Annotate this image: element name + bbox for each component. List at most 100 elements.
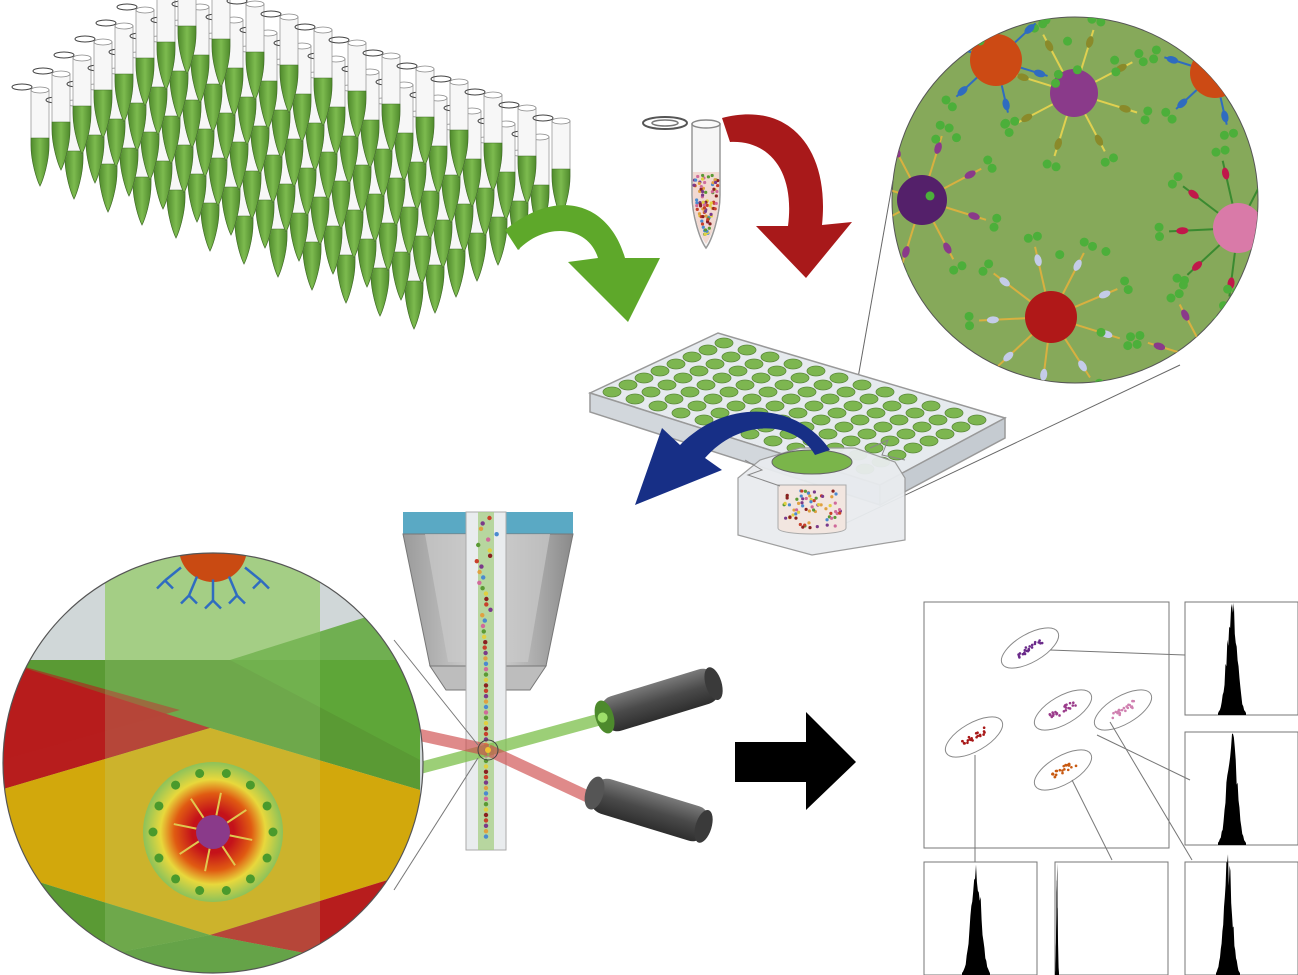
particle <box>815 525 819 529</box>
particle <box>487 515 492 521</box>
well <box>850 414 870 426</box>
particle <box>483 650 488 656</box>
particle <box>784 516 788 520</box>
well <box>843 400 863 412</box>
particle <box>700 193 705 197</box>
well <box>935 428 955 440</box>
red-arrow-icon <box>722 114 852 278</box>
point <box>1028 645 1031 648</box>
particle <box>262 853 272 863</box>
scatter-plot <box>923 601 1170 849</box>
particle <box>812 499 816 503</box>
point <box>1058 768 1062 772</box>
particle <box>483 764 489 769</box>
particle <box>801 525 805 529</box>
well <box>903 442 923 454</box>
particle <box>483 796 489 801</box>
well <box>710 407 730 419</box>
particle <box>488 607 493 612</box>
particle <box>787 503 792 507</box>
black-arrow-icon <box>735 712 856 810</box>
particle <box>803 489 808 493</box>
particle <box>710 173 714 178</box>
well <box>641 386 661 398</box>
well <box>875 386 895 398</box>
well <box>836 386 856 398</box>
particle <box>837 507 842 512</box>
point <box>1122 706 1126 710</box>
particle <box>834 492 838 496</box>
cluster <box>1000 627 1060 669</box>
particle <box>931 134 941 144</box>
point <box>1071 704 1075 707</box>
antibody <box>229 834 253 841</box>
histograms <box>923 601 1298 975</box>
well <box>666 358 686 370</box>
tube <box>362 49 401 153</box>
particle <box>487 553 493 558</box>
particle <box>714 194 718 198</box>
particle <box>799 494 803 498</box>
histogram-peak <box>1055 863 1059 975</box>
particle <box>480 521 485 526</box>
particle <box>925 191 935 201</box>
particle <box>700 222 705 226</box>
particle <box>812 508 816 512</box>
particle <box>825 518 829 522</box>
tube <box>177 0 197 75</box>
particle <box>711 181 715 185</box>
particle <box>697 212 702 216</box>
point <box>1074 704 1077 707</box>
cluster <box>944 716 1004 758</box>
well <box>763 435 783 447</box>
well <box>896 428 916 440</box>
point <box>1018 656 1021 659</box>
particle <box>713 180 718 185</box>
particle <box>483 823 489 828</box>
particle <box>479 564 484 569</box>
well <box>841 435 861 447</box>
particle <box>221 769 231 779</box>
particle <box>483 672 489 677</box>
particle <box>482 618 487 623</box>
well <box>818 428 838 440</box>
particle <box>794 512 798 516</box>
point <box>1054 773 1058 777</box>
well <box>880 435 900 447</box>
particle <box>814 496 818 500</box>
point <box>1066 768 1070 772</box>
particle <box>483 710 489 715</box>
well <box>719 386 739 398</box>
particle <box>482 645 487 650</box>
particle <box>484 602 489 607</box>
flow-cell <box>402 511 723 851</box>
well <box>648 400 668 412</box>
particle <box>695 201 699 205</box>
connector-line <box>1049 649 1186 656</box>
particle <box>481 634 487 639</box>
well <box>783 358 803 370</box>
particle <box>833 515 837 520</box>
particle <box>487 548 492 553</box>
particle <box>798 522 802 527</box>
well <box>758 386 778 398</box>
particle <box>483 699 489 704</box>
point <box>1030 643 1034 647</box>
well <box>806 365 826 377</box>
point <box>1055 769 1059 773</box>
particle <box>819 503 823 507</box>
point <box>1050 715 1054 719</box>
particle <box>975 36 985 46</box>
tube <box>53 51 92 155</box>
particle <box>700 219 704 223</box>
particle <box>483 683 489 688</box>
histogram-frame <box>1184 731 1298 846</box>
particle <box>476 542 481 548</box>
particle <box>701 173 705 178</box>
antibody <box>164 566 182 582</box>
particle <box>245 874 255 884</box>
particle <box>692 183 696 187</box>
particle <box>709 212 713 216</box>
particle <box>480 586 485 591</box>
particle <box>483 656 488 661</box>
